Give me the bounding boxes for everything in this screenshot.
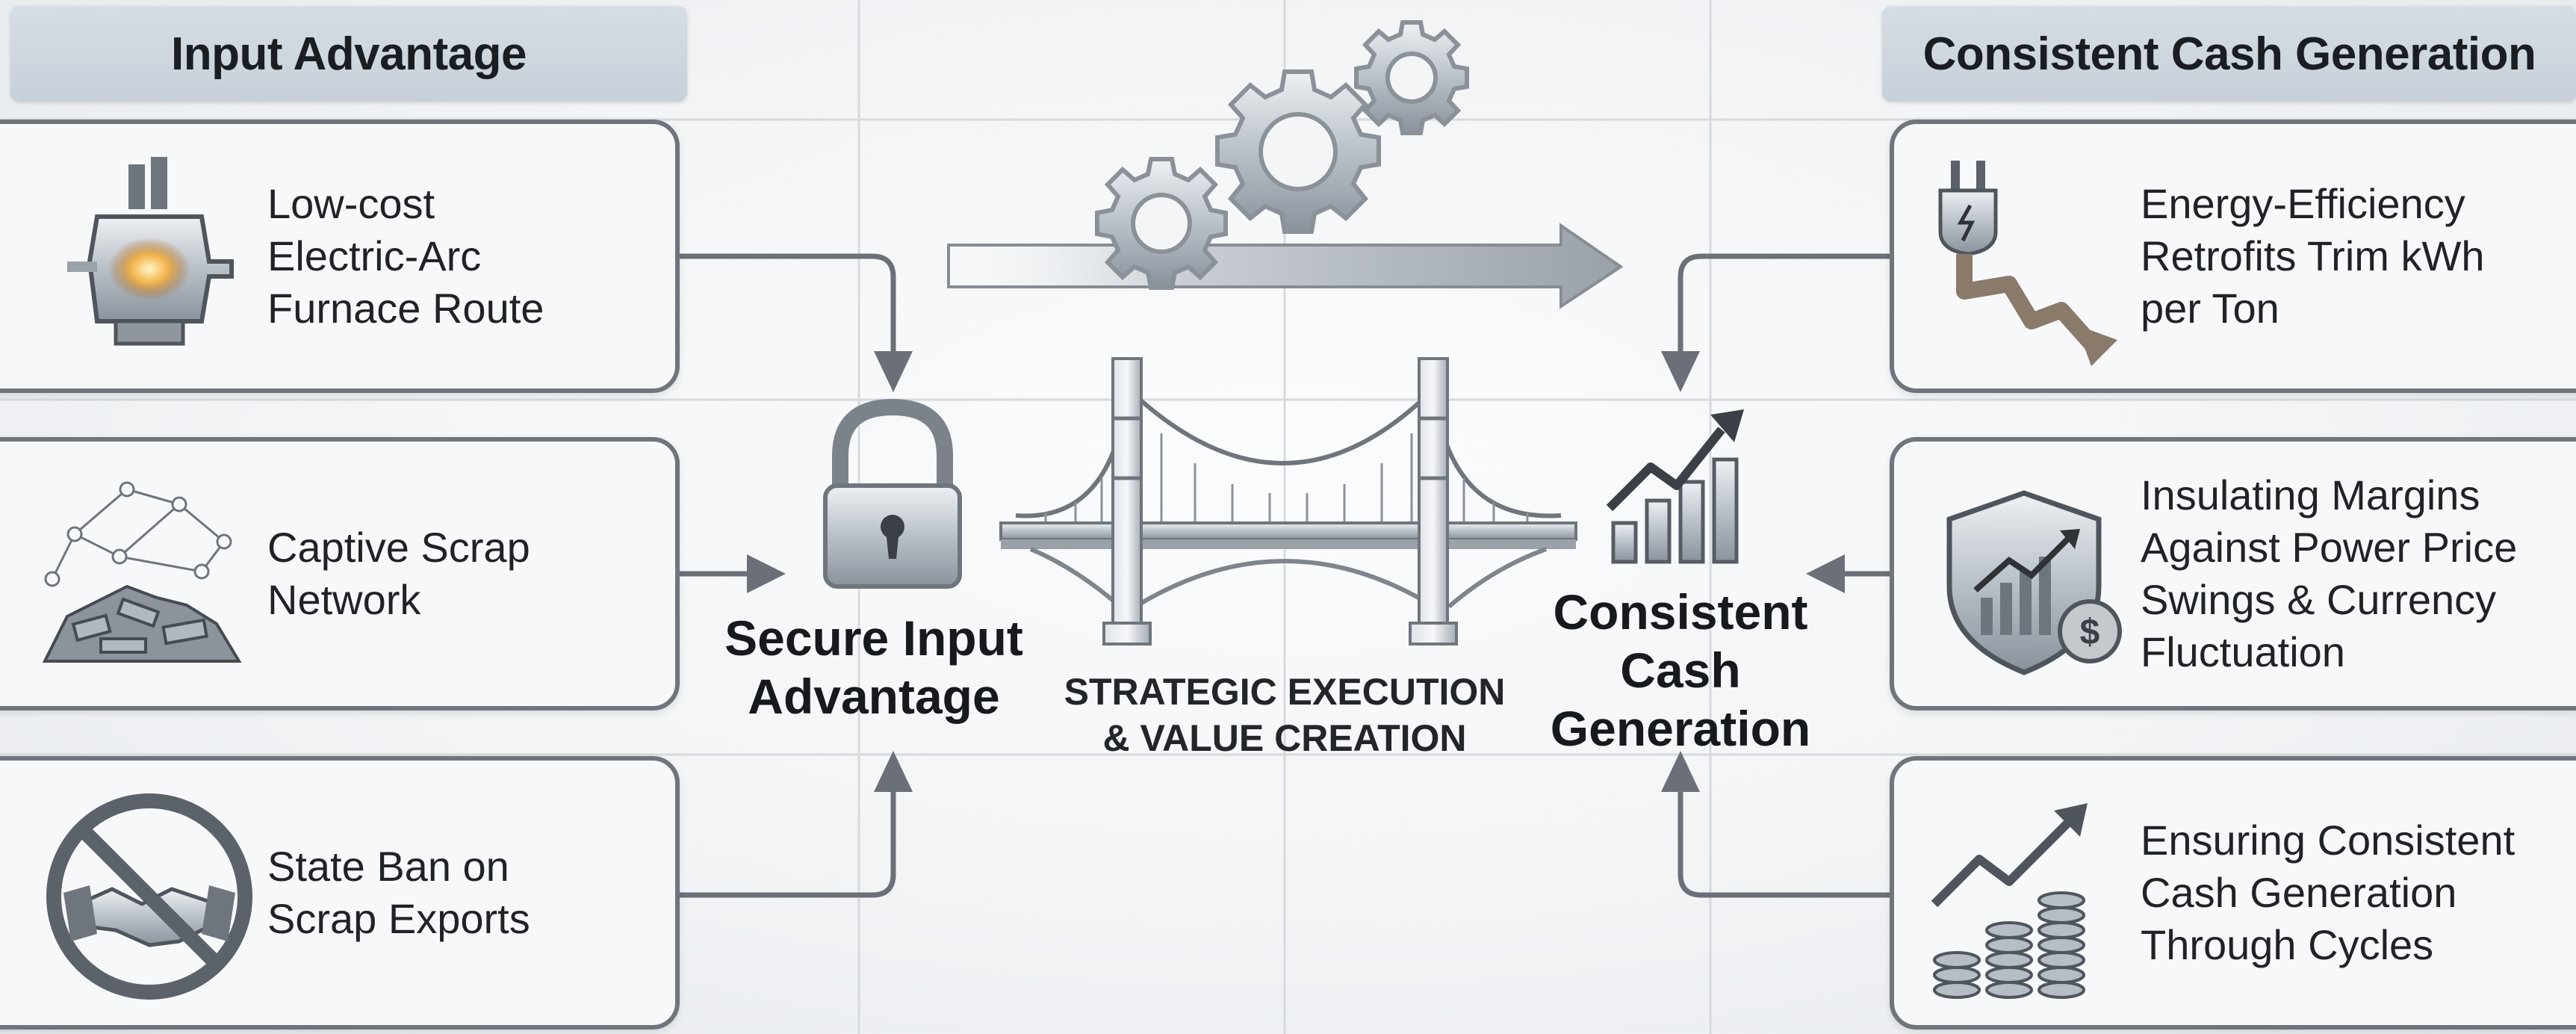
- card-label: Captive Scrap Network: [267, 524, 530, 623]
- growth-bar-chart-icon: [1606, 409, 1744, 564]
- center-caption: STRATEGIC EXECUTION & VALUE CREATION: [1064, 671, 1506, 759]
- gears-icon: [1095, 20, 1469, 290]
- card-label: Ensuring Consistent Cash Generation Thro…: [2141, 817, 2516, 968]
- card-label: Insulating Margins Against Power Price S…: [2141, 471, 2518, 675]
- hub-title-consistent-cash-generation: Consistent Cash Generation: [1550, 584, 1811, 756]
- right-connector-arrowheads: [1661, 351, 1845, 792]
- card-consistent-cash-cycles: Ensuring Consistent Cash Generation Thro…: [1890, 756, 2576, 1030]
- padlock-icon: [823, 398, 962, 589]
- card-label: State Ban on Scrap Exports: [267, 843, 530, 942]
- card-energy-efficiency: Energy-Efficiency Retrofits Trim kWh per…: [1890, 120, 2576, 393]
- card-label: Energy-Efficiency Retrofits Trim kWh per…: [2141, 180, 2485, 332]
- left-connector-arrowheads: [747, 351, 913, 792]
- hub-title-secure-input-advantage: Secure Input Advantage: [724, 610, 1023, 724]
- bridge-icon: [999, 357, 1577, 646]
- card-insulating-margins: Insulating Margins Against Power Price S…: [1890, 437, 2576, 711]
- left-connectors: [680, 253, 896, 898]
- card-electric-arc-furnace: Low-cost Electric-Arc Furnace Route: [0, 120, 680, 393]
- right-connectors: [1677, 253, 1890, 898]
- card-label: Low-cost Electric-Arc Furnace Route: [267, 180, 544, 332]
- card-captive-scrap-network: Captive Scrap Network: [0, 437, 680, 711]
- header-consistent-cash-generation: Consistent Cash Generation: [1882, 6, 2576, 102]
- header-input-advantage: Input Advantage: [10, 6, 687, 102]
- card-scrap-export-ban: State Ban on Scrap Exports: [0, 756, 680, 1030]
